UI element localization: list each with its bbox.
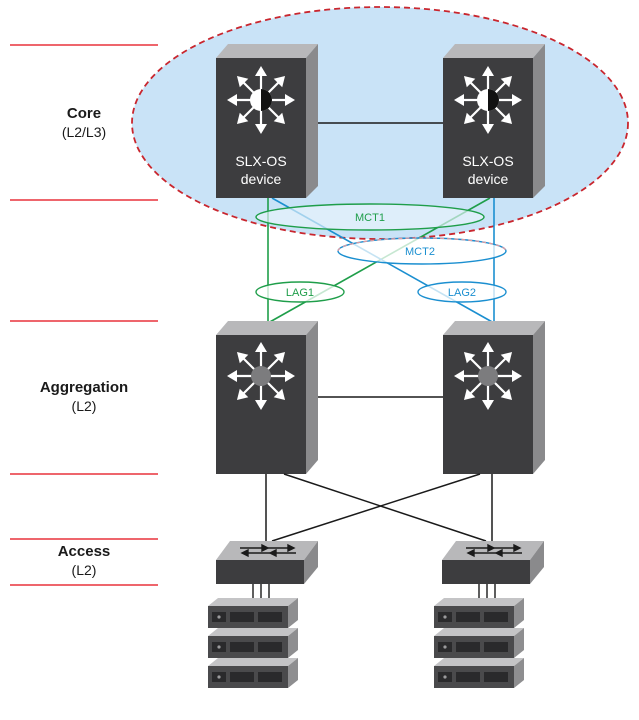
aggregation-device-right	[438, 321, 545, 474]
lag1-label: LAG1	[286, 287, 314, 299]
core-device-left-label-line1: SLX-OS	[235, 153, 286, 169]
workgroup-switch-icon	[466, 543, 522, 558]
server-icon	[208, 658, 298, 688]
server-stack-left	[208, 598, 298, 688]
mct1-bundle	[255, 203, 485, 231]
core-device-left: SLX-OS device	[211, 44, 318, 198]
lag2-bundle	[417, 281, 507, 303]
server-icon	[208, 628, 298, 658]
tier-subtitle-access: (L2)	[72, 562, 97, 578]
core-device-right-label-line2: device	[468, 171, 509, 187]
mct1-label: MCT1	[355, 212, 385, 224]
core-device-left-label-line2: device	[241, 171, 282, 187]
mct2-bundle-top-dashed	[337, 237, 507, 252]
aggregation-device-left	[211, 321, 318, 474]
server-icon	[434, 658, 524, 688]
tier-subtitle-core: (L2/L3)	[62, 124, 106, 140]
access-switch-left	[216, 541, 318, 584]
lag2-label: LAG2	[448, 287, 476, 299]
workgroup-switch-icon	[240, 543, 296, 558]
tier-title-access: Access	[58, 543, 111, 560]
lag1-bundle	[255, 281, 345, 303]
server-icon	[434, 598, 524, 628]
tier-dividers	[10, 44, 158, 586]
server-stack-right	[434, 598, 524, 688]
mct2-label: MCT2	[405, 246, 435, 258]
core-device-right-label-line1: SLX-OS	[462, 153, 513, 169]
tier-subtitle-aggregation: (L2)	[72, 398, 97, 414]
access-switch-right	[442, 541, 544, 584]
tier-title-aggregation: Aggregation	[40, 379, 128, 396]
core-device-right: SLX-OS device	[438, 44, 545, 198]
aggregation-access-links	[265, 473, 493, 542]
server-icon	[208, 598, 298, 628]
server-icon	[434, 628, 524, 658]
tier-title-core: Core	[67, 105, 101, 122]
